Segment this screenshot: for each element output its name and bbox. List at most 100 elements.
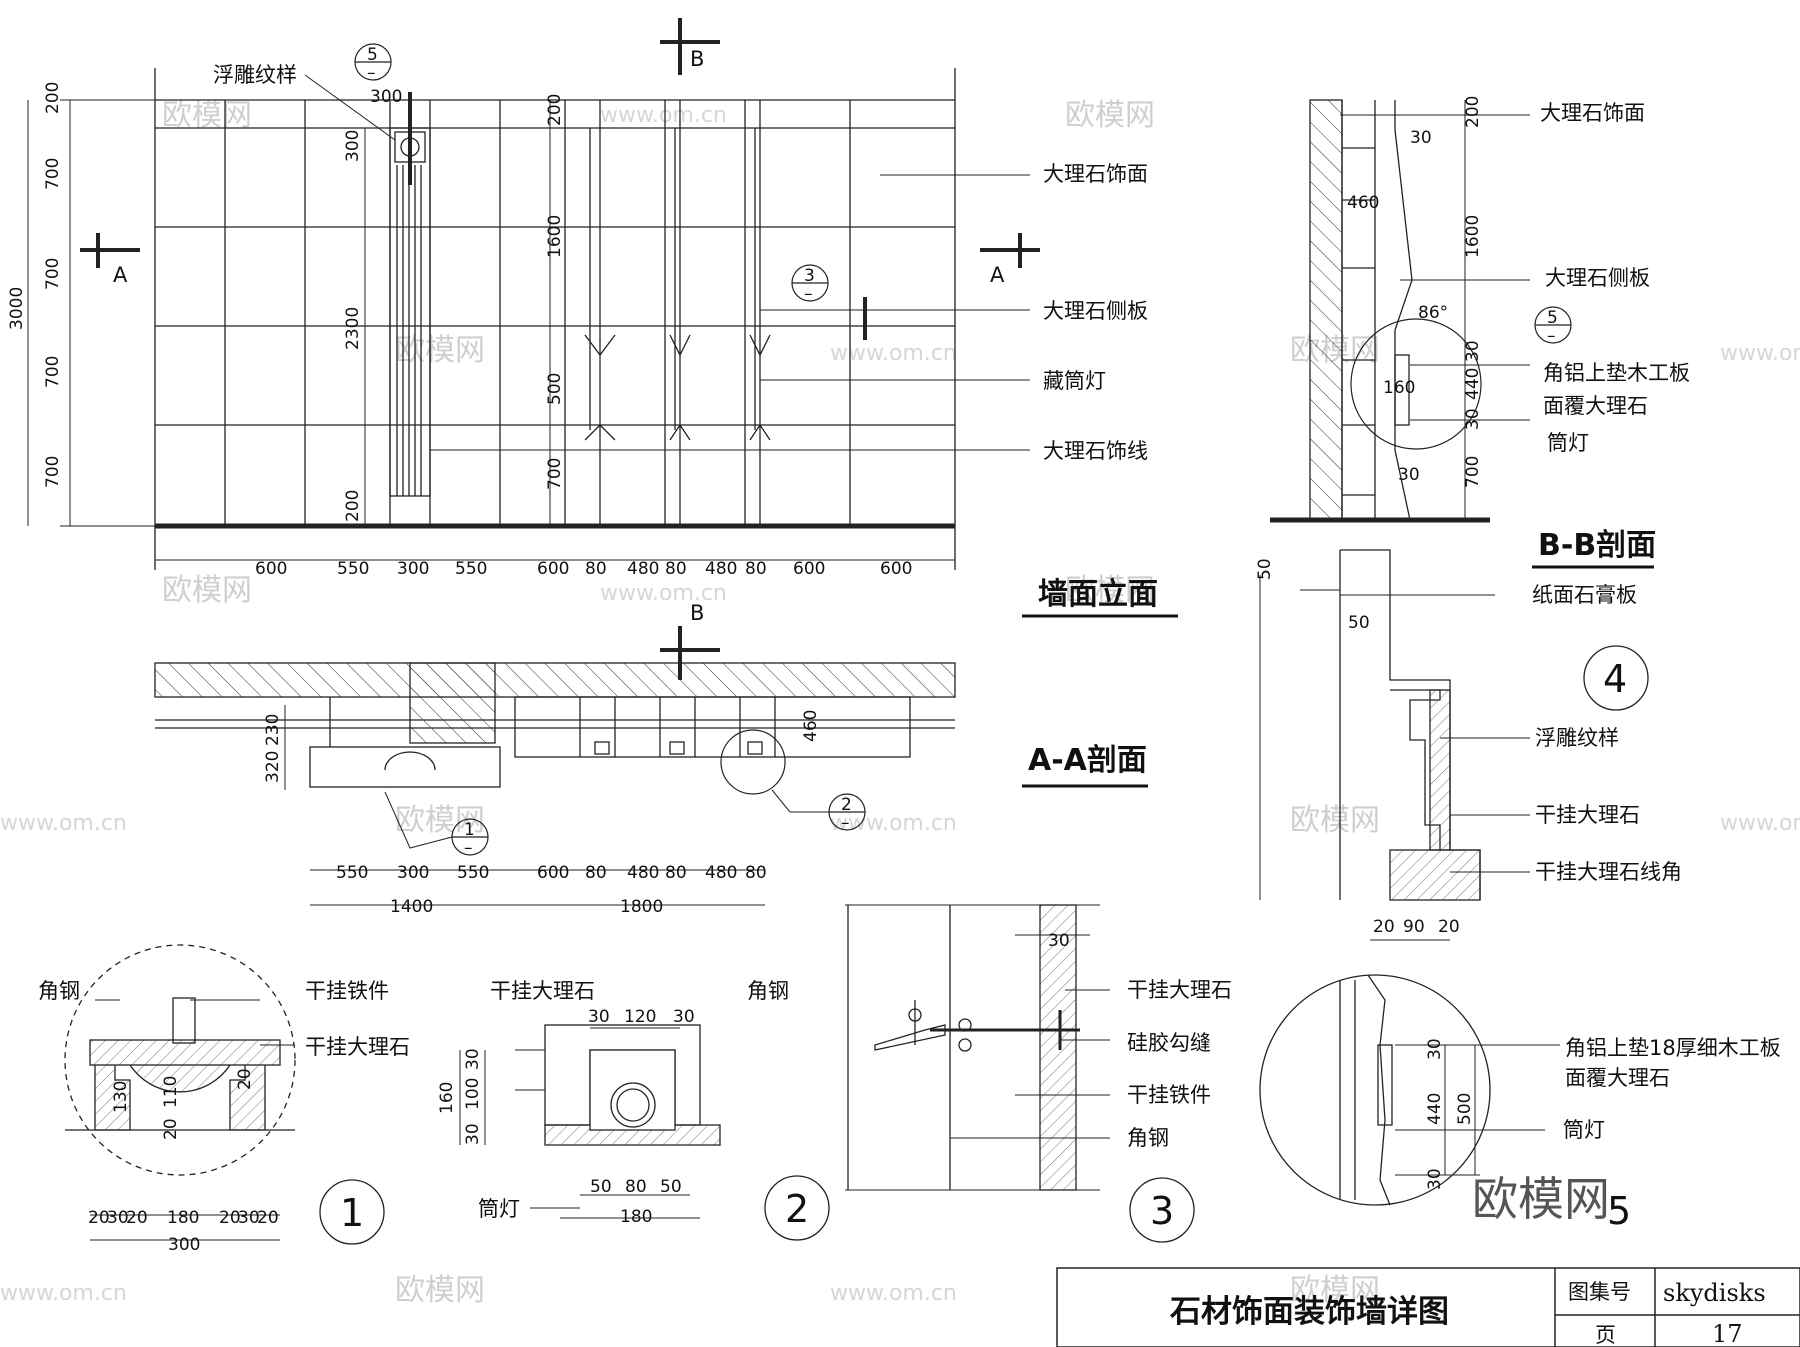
page-value: 17 [1712,1320,1743,1347]
d1-dim: 30 [238,1208,260,1228]
d5-dim: 30 [1425,1038,1445,1060]
d2-dim: 100 [463,1078,483,1110]
aa-dim: 80 [585,863,607,883]
watermark-url: www.om.cn [0,1281,127,1306]
d2-label: 筒灯 [478,1197,520,1221]
d4-dim: 90 [1403,917,1425,937]
aa-dim: 320 [263,751,283,783]
detail-5-text: 角铝上垫18厚细木工板 面覆大理石 筒灯 30 440 500 30 欧模网 5 [1425,1036,1781,1233]
d4-dim: 20 [1373,917,1395,937]
dim-bottom: 80 [585,559,607,579]
bb-dim: 86° [1418,303,1448,323]
aa-dim: 460 [801,710,821,742]
bb-title: B-B剖面 [1538,528,1656,563]
bb-label: 筒灯 [1547,431,1589,455]
elevation-title: 墙面立面 [1038,577,1158,612]
watermark-brand: 欧模网 [162,573,252,608]
d4-dim: 20 [1438,917,1460,937]
dim-pilaster-top: 300 [370,87,402,107]
dim-left: 700 [43,356,63,388]
detail-5 [1259,974,1560,1206]
bb-dim: 700 [1463,456,1483,488]
atlas-label: 图集号 [1568,1280,1631,1304]
dim-bottom: 550 [455,559,487,579]
dim-left: 700 [43,456,63,488]
d4-dim: 50 [1255,558,1275,580]
d1-dim: 30 [107,1208,129,1228]
watermark-brand: 欧模网 [395,1273,485,1308]
aa-dim: 1800 [620,897,663,917]
callout-5-circle [1350,318,1482,450]
label-marble-face: 大理石饰面 [1043,162,1148,186]
d2-dim: 30 [588,1007,610,1027]
watermark-brand: 欧模网 [1290,803,1380,838]
aa-text: A-A剖面 230 320 460 550 300 550 600 80 480… [263,710,1147,917]
section-mark-b: B [690,601,704,625]
d4-label: 干挂大理石 [1535,803,1640,827]
dim-pilaster: 300 [343,130,363,162]
section-mark-a: A [990,263,1005,287]
d1-dim: 20 [161,1118,181,1140]
callout-dash: – [841,813,850,833]
d3-label: 干挂大理石 [1127,978,1232,1002]
bb-dim: 30 [1410,128,1432,148]
dim-total-height: 3000 [7,287,27,330]
aa-dim: 230 [263,714,283,746]
d2-dim: 180 [620,1207,652,1227]
aa-dim: 550 [457,863,489,883]
bb-text: 大理石饰面 大理石侧板 角铝上垫木工板 面覆大理石 筒灯 200 30 460 … [1347,96,1690,563]
watermark-brand: 欧模网 [395,333,485,368]
aa-title: A-A剖面 [1028,743,1147,778]
dim-niche: 200 [545,94,565,126]
sheet-title: 石材饰面装饰墙详图 [1169,1294,1449,1330]
detail-number-3: 3 [1150,1189,1174,1233]
bb-dim: 1600 [1463,215,1483,258]
d1-dim: 110 [161,1076,181,1108]
d3-label: 干挂铁件 [1127,1083,1211,1107]
callout-dash: – [804,284,813,304]
bb-dim: 460 [1347,193,1379,213]
watermark-url: www.om.cn [830,811,957,836]
callout-dash: – [464,838,473,858]
watermark-url: www.om.cn [0,811,127,836]
bb-dim: 160 [1383,378,1415,398]
dim-bottom: 80 [745,559,767,579]
watermark-brand: 欧模网 [1065,98,1155,133]
watermark-url: www.om.cn [1720,811,1800,836]
dim-left: 700 [43,258,63,290]
title-block-text: 石材饰面装饰墙详图 图集号 skydisks 页 17 [1169,1279,1766,1347]
dim-bottom: 600 [793,559,825,579]
label-marble-side: 大理石侧板 [1043,299,1148,323]
dim-bottom: 480 [705,559,737,579]
detail-4-text: 纸面石膏板 浮雕纹样 干挂大理石 干挂大理石线角 50 50 20 90 20 … [1255,558,1682,937]
detail-1-text: 角钢 干挂铁件 干挂大理石 130 110 20 20 20 30 20 180… [38,979,410,1255]
d1-dim: 300 [168,1235,200,1255]
detail-number-5: 5 [1607,1189,1631,1233]
d2-dim: 30 [463,1048,483,1070]
dim-bottom: 600 [880,559,912,579]
detail-number-1: 1 [340,1191,364,1235]
callout-num: 2 [841,795,852,815]
aa-dim: 80 [745,863,767,883]
watermark-url: www.om.cn [1720,341,1800,366]
elevation-text: 浮雕纹样 大理石饰面 大理石侧板 藏筒灯 大理石饰线 300 200 700 7… [7,47,1158,625]
dim-niche: 700 [545,458,565,490]
d5-label: 面覆大理石 [1565,1066,1670,1090]
watermark-url: www.om.cn [830,1281,957,1306]
section-mark-a: A [113,263,128,287]
detail-2-text: 干挂大理石 角钢 筒灯 30 120 30 160 30 100 30 50 8… [437,979,809,1231]
d1-label: 干挂铁件 [305,979,389,1003]
watermark-url: www.om.cn [600,581,727,606]
callout-num: 1 [464,820,475,840]
aa-dim: 600 [537,863,569,883]
callout-dash: – [367,63,376,83]
d4-dim: 50 [1348,613,1370,633]
d2-dim: 120 [624,1007,656,1027]
d2-dim: 160 [437,1082,457,1114]
dim-bottom: 550 [337,559,369,579]
dim-pilaster: 2300 [343,307,363,350]
d3-dim: 30 [1048,931,1070,951]
aa-dim: 480 [627,863,659,883]
bb-label: 面覆大理石 [1543,394,1648,418]
dim-left: 200 [43,82,63,114]
